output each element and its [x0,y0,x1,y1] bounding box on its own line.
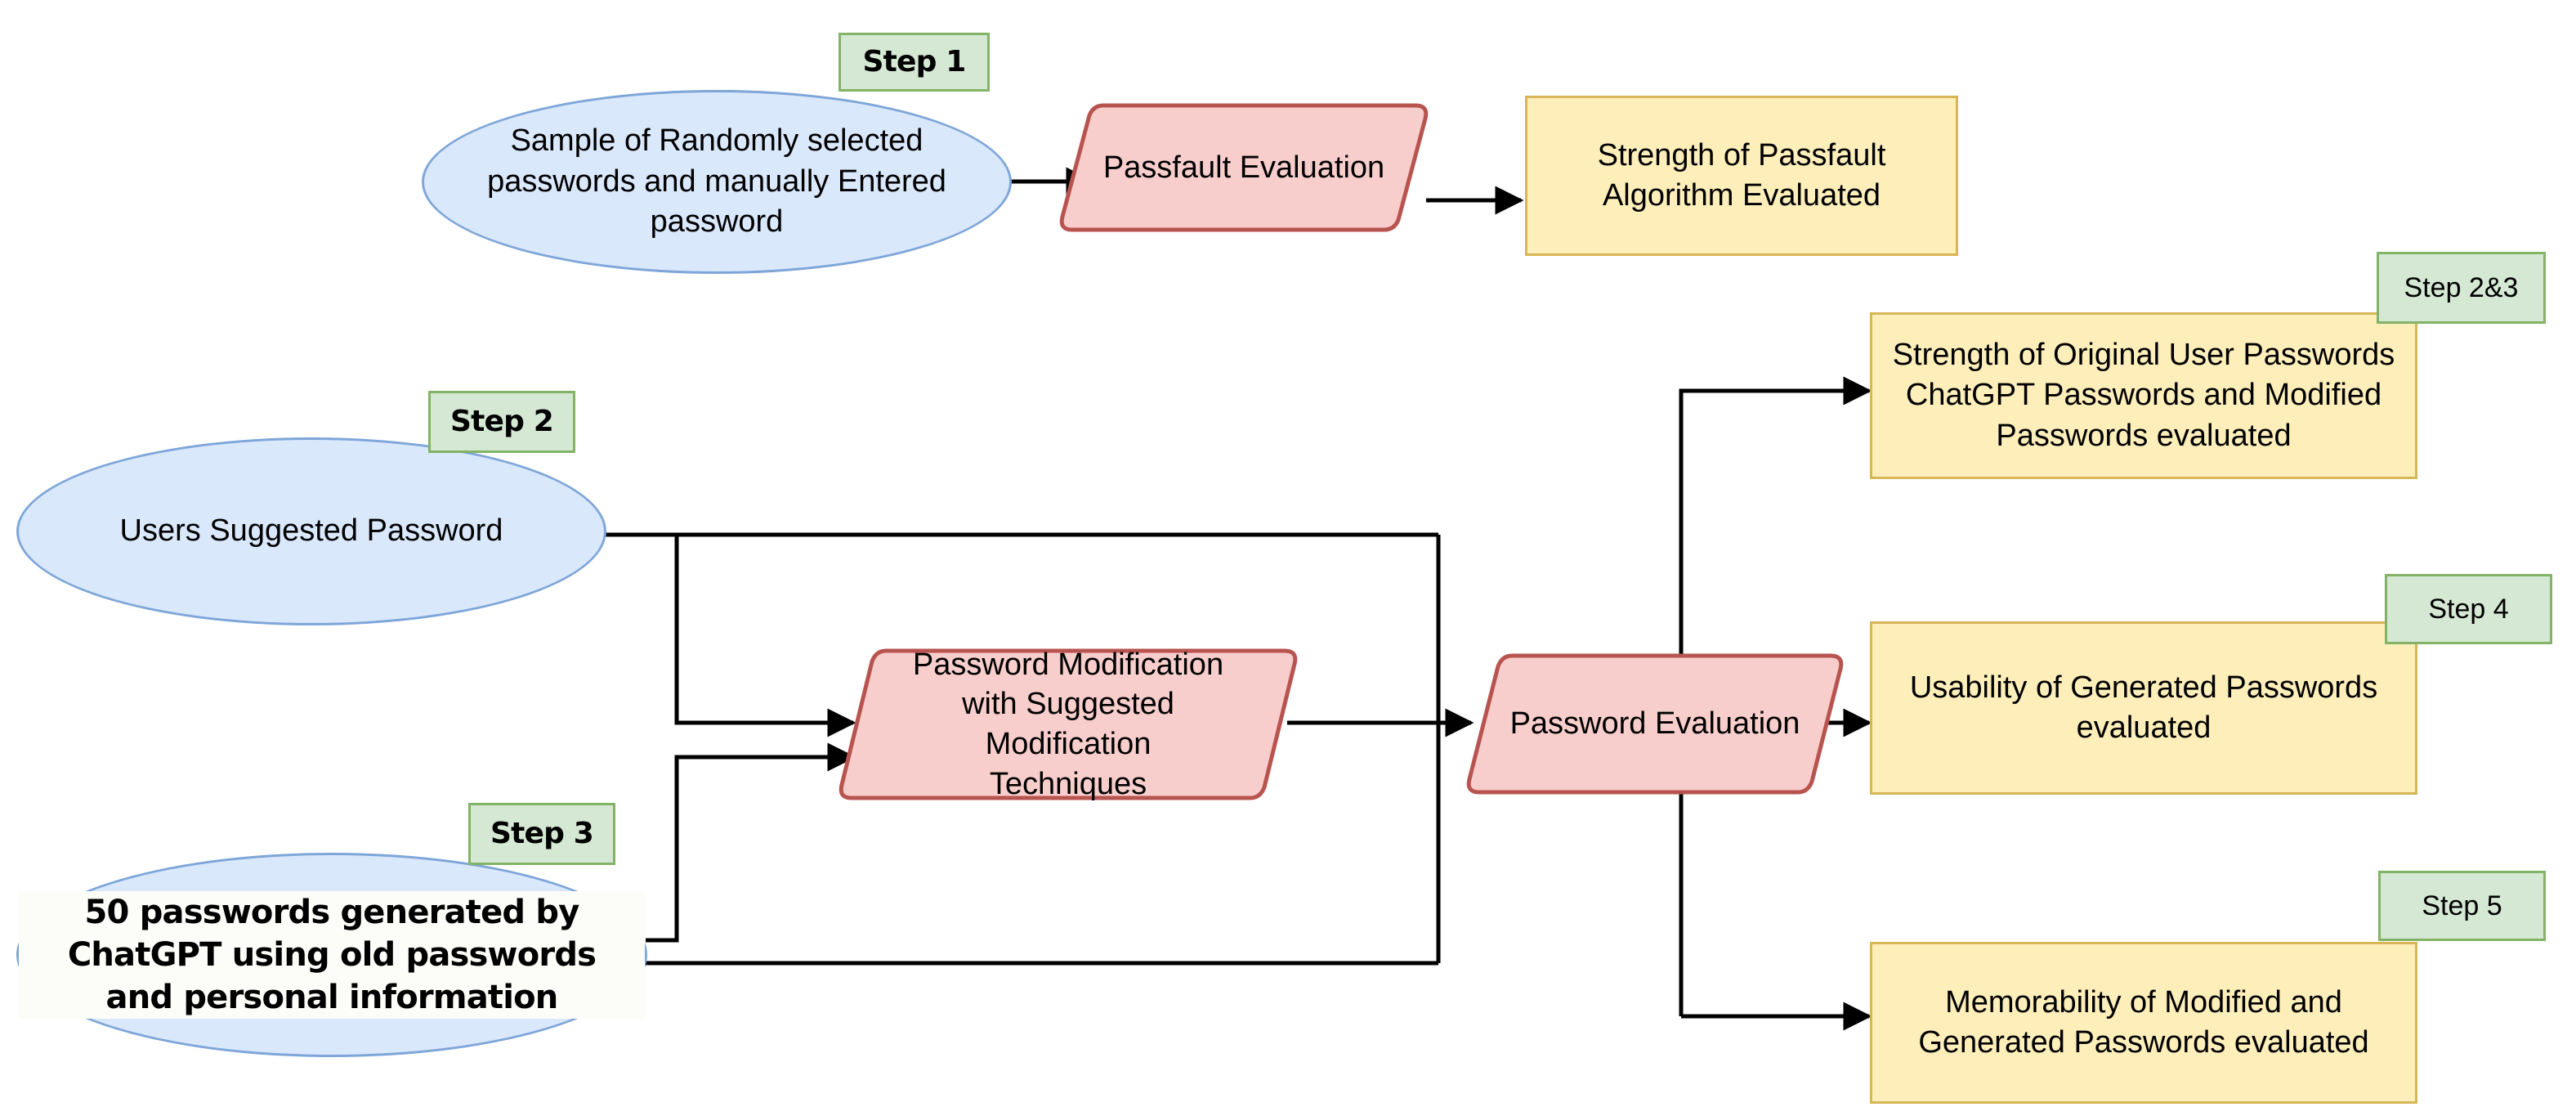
edge-evaluation-to-strength-results [1679,376,1872,406]
input-chatgpt-passwords: 50 passwords generated by ChatGPT using … [16,853,647,1057]
step-3-label: Step 3 [490,817,594,850]
step-2-3: Step 2&3 [2377,252,2546,324]
process-passfault-evaluation-label-wrap: Passfault Evaluation [1056,94,1432,241]
step-1: Step 1 [839,33,990,92]
step-4-label: Step 4 [2428,594,2509,625]
input-random-sample-label: Sample of Randomly selected passwords an… [487,123,946,240]
process-passfault-evaluation: Passfault Evaluation [1056,94,1432,241]
parallelogram-shape [1466,653,1844,795]
process-passfault-evaluation-label: Passfault Evaluation [1102,150,1385,185]
process-password-modification: Password Modification with Suggested Mod… [835,639,1301,809]
result-usability-label: Usability of Generated Passwords evaluat… [1909,670,2378,745]
result-passfault-strength: Strength of Passfault Algorithm Evaluate… [1525,96,1958,256]
input-users-suggested: Users Suggested Password [16,437,606,625]
result-original-chatgpt-modified-strength: Strength of Original User Passwords Chat… [1870,312,2417,479]
process-password-evaluation-label-wrap: Password Evaluation [1463,644,1847,804]
step-5-label: Step 5 [2422,890,2502,921]
input-chatgpt-passwords-label: 50 passwords generated by ChatGPT using … [19,891,645,1019]
process-password-modification-label-wrap: Password Modification with Suggested Mod… [835,639,1301,809]
step-2: Step 2 [428,391,575,453]
input-random-sample: Sample of Randomly selected passwords an… [422,90,1012,274]
edge-chatgpt-to-modification [646,742,856,943]
process-password-modification-label: Password Modification with Suggested Mod… [912,647,1224,801]
result-memorability: Memorability of Modified and Generated P… [1870,942,2417,1104]
process-password-evaluation: Password Evaluation [1463,644,1847,804]
step-2-label: Step 2 [449,405,554,438]
result-original-chatgpt-modified-strength-label: Strength of Original User Passwords Chat… [1892,337,2395,453]
parallelogram-shape [1059,103,1429,232]
result-passfault-strength-label: Strength of Passfault Algorithm Evaluate… [1597,137,1886,213]
step-1-label: Step 1 [862,45,966,78]
step-3: Step 3 [468,803,615,865]
edge-users-to-modification [606,532,856,737]
input-users-suggested-label: Users Suggested Password [119,513,503,549]
parallelogram-shape [839,648,1298,800]
step-4: Step 4 [2385,574,2552,644]
step-5: Step 5 [2378,871,2546,941]
result-usability: Usability of Generated Passwords evaluat… [1870,621,2417,795]
result-memorability-label: Memorability of Modified and Generated P… [1918,984,2369,1060]
step-2-3-label: Step 2&3 [2404,272,2519,303]
process-password-evaluation-label: Password Evaluation [1509,706,1800,742]
